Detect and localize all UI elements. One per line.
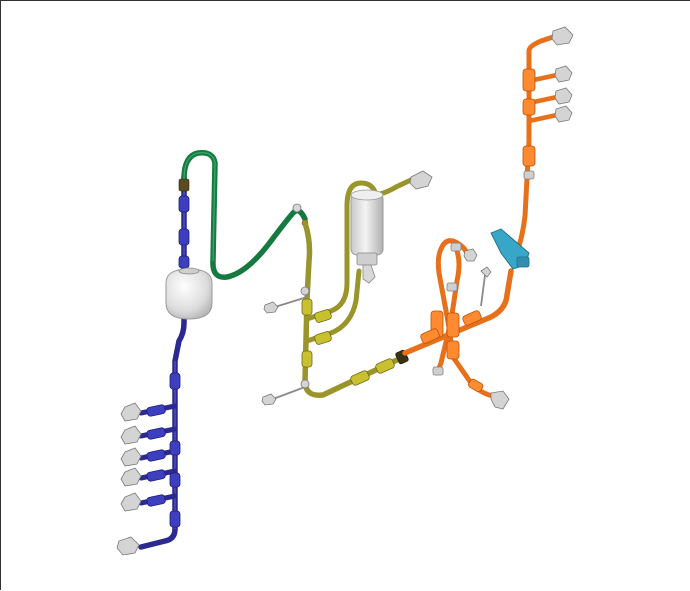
olive-side-lines <box>272 296 308 400</box>
blue-sleeve <box>146 449 166 462</box>
blue-sleeve <box>146 404 166 417</box>
filter-top <box>350 189 384 201</box>
fitting-icon <box>554 65 573 83</box>
olive-sleeves <box>301 298 395 386</box>
blue-sleeve <box>146 469 166 482</box>
blue-hose-circuit <box>116 173 213 556</box>
reservoir-cap <box>178 267 200 275</box>
blue-sleeve <box>178 195 190 213</box>
orange-couplers <box>432 170 535 376</box>
green-hose-highlight <box>183 152 216 262</box>
blue-sleeve <box>169 372 181 390</box>
blue-sleeve <box>169 472 181 488</box>
blue-sleeve <box>169 440 181 456</box>
orange-fittings <box>463 26 574 410</box>
sensor-tip <box>480 266 492 278</box>
green-connector <box>292 203 302 213</box>
sensor-line <box>480 274 486 307</box>
orange-branch <box>526 112 560 124</box>
blue-sleeve <box>178 255 190 269</box>
orange-sleeve <box>462 310 482 326</box>
olive-sleeve <box>301 350 313 368</box>
orange-coupler <box>432 366 444 376</box>
fitting-icon <box>120 447 142 467</box>
fitting-icon <box>463 248 478 262</box>
olive-hose-branch <box>304 180 379 344</box>
blue-sleeve <box>178 228 190 246</box>
olive-side-line <box>274 296 308 308</box>
orange-hose-top-left <box>438 238 470 256</box>
fitting-icon <box>120 467 142 487</box>
fitting-icon <box>300 286 310 296</box>
fitting-icon <box>120 402 142 422</box>
olive-hose-circuit <box>261 170 433 406</box>
orange-coupler <box>450 242 462 252</box>
orange-sleeve <box>468 378 484 393</box>
fitting-icon <box>554 105 573 123</box>
green-hose <box>181 149 308 280</box>
reservoir-body <box>165 268 213 320</box>
orange-hose-riser <box>516 34 556 249</box>
blue-hose-main <box>138 173 187 550</box>
olive-sleeve <box>350 370 370 386</box>
fitting-icon <box>116 536 140 556</box>
valve-port <box>516 256 530 268</box>
olive-sleeve <box>375 358 395 374</box>
orange-coupler <box>523 170 535 180</box>
orange-hose-main <box>402 268 514 356</box>
fitting-icon <box>409 170 433 190</box>
orange-sleeve <box>522 68 536 92</box>
fitting-icon <box>551 26 574 46</box>
reservoir-icon <box>165 267 213 320</box>
olive-sleeve <box>301 298 313 316</box>
valve-icon <box>490 228 530 270</box>
filter-outlet <box>362 264 376 284</box>
fitting-icon <box>490 390 510 410</box>
olive-fittings <box>261 170 433 406</box>
orange-sleeve <box>522 145 536 167</box>
olive-side-line <box>272 386 306 400</box>
fitting-icon <box>261 393 277 406</box>
orange-sleeve <box>522 98 536 116</box>
olive-sleeve <box>314 331 332 345</box>
fitting-icon <box>300 379 310 389</box>
orange-sleeve <box>446 312 460 338</box>
olive-sleeve <box>314 309 332 323</box>
fitting-icon <box>120 492 142 512</box>
blue-sleeve <box>169 510 181 528</box>
green-fitting <box>178 178 190 192</box>
filter-housing <box>350 192 384 256</box>
fitting-icon <box>554 87 573 105</box>
blue-sleeve <box>146 427 166 440</box>
fitting-icon <box>263 301 279 314</box>
orange-sleeves <box>420 68 536 393</box>
blue-sleeve <box>146 494 166 507</box>
green-hose-circuit <box>178 149 309 280</box>
orange-sleeve <box>420 328 440 344</box>
filter-icon <box>350 189 384 284</box>
orange-hose-circuit <box>402 26 574 410</box>
blue-fittings <box>116 402 142 556</box>
orange-coupler <box>446 282 458 292</box>
fitting-icon <box>120 425 142 445</box>
filter-base <box>356 252 378 266</box>
orange-sleeve <box>446 340 460 360</box>
blue-sleeves <box>146 195 190 528</box>
